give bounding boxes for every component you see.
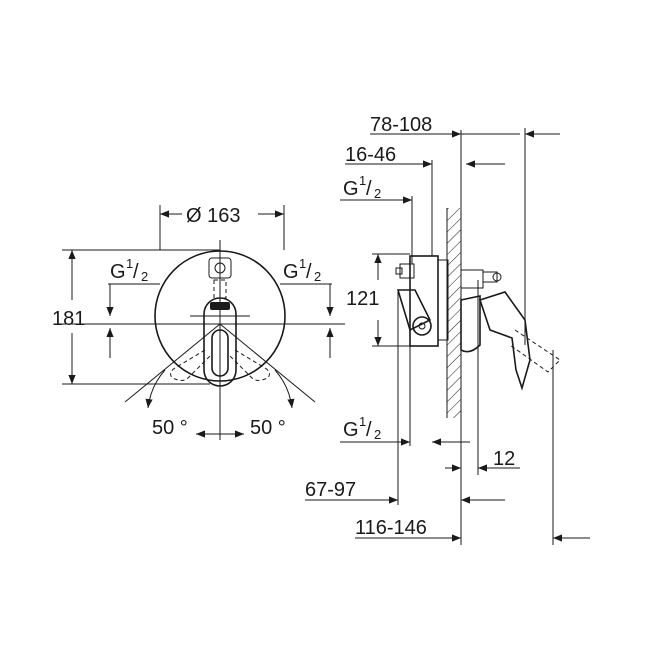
dim-16-46-label: 16-46	[345, 144, 396, 166]
wall-section	[447, 208, 461, 418]
side-lever	[478, 291, 531, 391]
svg-text:/: /	[306, 261, 312, 283]
thread-right-label: G 1 / 2	[283, 256, 321, 284]
dim-12-label: 12	[493, 448, 515, 470]
angle-right-label: 50 °	[250, 417, 286, 439]
swing-right-dashed	[229, 349, 270, 381]
height-label: 181	[52, 308, 85, 330]
diameter-label: Ø 163	[186, 205, 240, 227]
svg-text:G: G	[343, 419, 359, 441]
svg-text:/: /	[133, 261, 139, 283]
svg-text:2: 2	[314, 269, 321, 284]
thread-bottom-label: G 1 / 2	[343, 414, 381, 442]
svg-text:G: G	[283, 261, 299, 283]
svg-text:2: 2	[374, 427, 381, 442]
dim-78-108-label: 78-108	[370, 114, 432, 136]
svg-text:G: G	[343, 178, 359, 200]
thread-top-label: G 1 / 2	[343, 173, 381, 201]
lever-handle	[190, 297, 250, 387]
svg-text:2: 2	[374, 186, 381, 201]
svg-text:/: /	[366, 178, 372, 200]
dim-67-97-label: 67-97	[305, 479, 356, 501]
svg-text:1: 1	[359, 414, 366, 429]
dim-116-146-label: 116-146	[355, 517, 427, 539]
angle-left-label: 50 °	[152, 417, 188, 439]
svg-text:1: 1	[126, 256, 133, 271]
svg-text:1: 1	[299, 256, 306, 271]
dim-121-label: 121	[346, 288, 379, 310]
swing-left-dashed	[170, 349, 211, 381]
front-view: Ø 163 181 G 1 / 2 G 1 / 2	[52, 205, 345, 440]
svg-text:2: 2	[141, 269, 148, 284]
svg-text:/: /	[366, 419, 372, 441]
svg-text:1: 1	[359, 173, 366, 188]
side-view: 78-108 16-46 G 1 / 2 121 G 1 / 2	[305, 114, 590, 545]
svg-text:G: G	[110, 261, 126, 283]
mixer-body	[395, 255, 502, 353]
thread-left-label: G 1 / 2	[110, 256, 148, 284]
